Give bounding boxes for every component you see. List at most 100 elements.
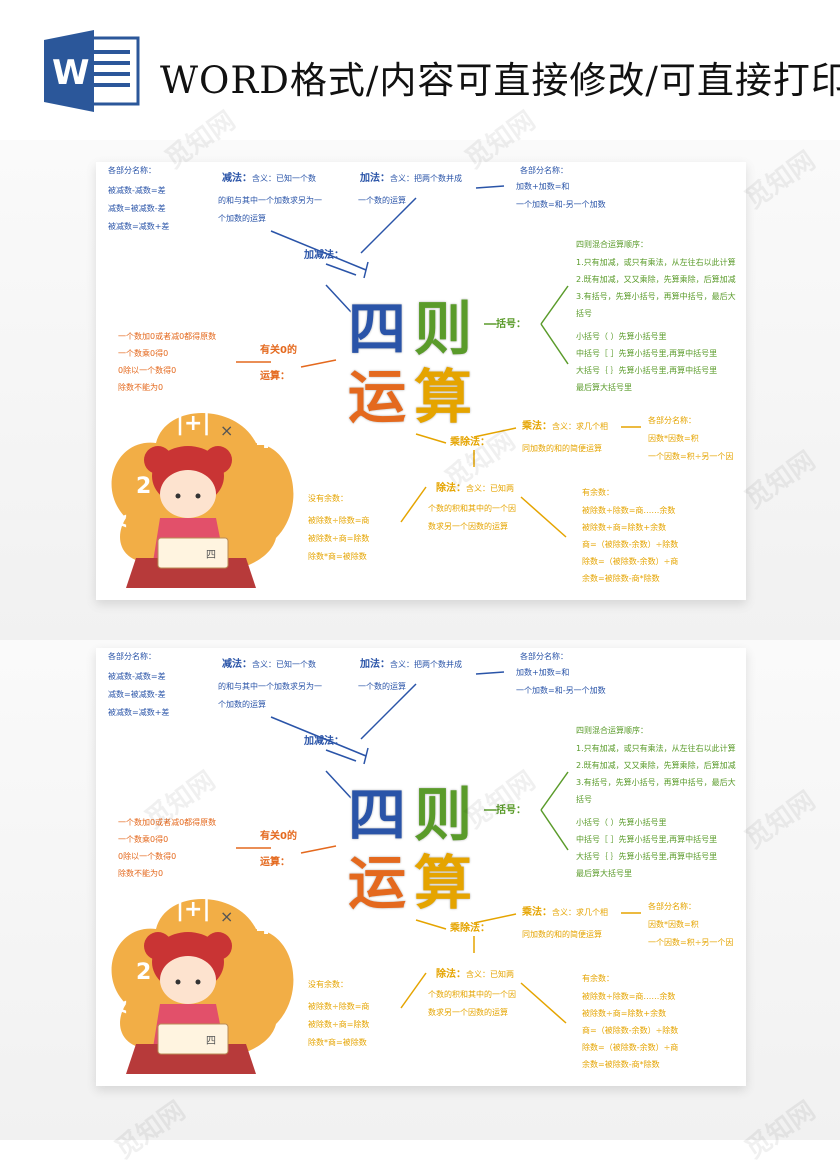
multiplication-node-label: 乘法： — [522, 907, 552, 918]
subtraction-parts-heading: 各部分名称： — [108, 166, 156, 175]
order-heading: 四则混合运算顺序： — [576, 240, 648, 249]
multiplication-parts-item: 一个因数=积÷另一个因 — [648, 938, 734, 947]
subtraction-parts-item: 被减数-减数=差 — [108, 186, 166, 195]
subtraction-node: 减法：含义：已知一个数 — [222, 170, 316, 187]
subtraction-definition-line: 个加数的运算 — [218, 700, 266, 709]
subtraction-parts-item: 被减数-减数=差 — [108, 672, 166, 681]
division-definition-line: 数求另一个因数的运算 — [428, 1008, 508, 1017]
remainder-heading: 有余数： — [582, 488, 614, 497]
title-character: 运 — [346, 362, 409, 433]
paper-text: 四 — [206, 1036, 216, 1047]
zero-node-line2: 运算： — [260, 854, 290, 871]
addition-parts-item: 加数+加数=和 — [516, 182, 570, 191]
no-remainder-heading: 没有余数： — [308, 980, 348, 989]
subtraction-parts-item: 被减数=减数+差 — [108, 708, 170, 717]
connector-lines — [236, 671, 641, 1024]
zero-node-label: 有关0的 — [260, 345, 297, 356]
addition-node: 加法：含义：把两个数并成 — [360, 170, 462, 187]
division-node: 除法：含义：已知两 — [436, 480, 514, 497]
no-remainder-item: 被除数÷商=除数 — [308, 1020, 370, 1029]
mindmap-page-1: 各部分名称： 被减数-减数=差减数=被减数-差被减数=减数+差 减法：含义：已知一个… — [96, 162, 746, 600]
multiply-divide-node: 乘除法： — [450, 920, 490, 937]
multiplication-node: 乘法：含义：求几个相 — [522, 904, 608, 921]
bracket-item: 小括号（ ）先算小括号里 — [576, 332, 667, 341]
zero-node-line2: 运算： — [260, 368, 290, 385]
order-item: 3.有括号，先算小括号，再算中括号，最后大 — [576, 778, 736, 787]
addition-parts-item: 一个加数=和-另一个加数 — [516, 686, 606, 695]
svg-text:|+|: |+| — [176, 411, 211, 436]
subtraction-parts-item: 被减数=减数+差 — [108, 222, 170, 231]
bracket-item: 中括号［ ］先算小括号里,再算中括号里 — [576, 349, 718, 358]
zero-rule-item: 一个数加0或者减0都得原数 — [118, 332, 217, 341]
svg-text:×: × — [220, 421, 233, 440]
title-character: 算 — [412, 362, 475, 433]
bracket-item: 最后算大括号里 — [576, 869, 632, 878]
title-character: 四 — [346, 294, 409, 365]
girl-illustration: |+| × 4 2 < 7 四 — [106, 411, 294, 588]
division-node-definition: 含义：已知两 — [466, 970, 514, 979]
order-item: 3.有括号，先算小括号，再算中括号，最后大 — [576, 292, 736, 301]
paper-text: 四 — [206, 550, 216, 561]
brackets-node: 括号： — [496, 802, 526, 819]
remainder-item: 被除数÷商=除数+余数 — [582, 1009, 667, 1018]
no-remainder-item: 被除数÷除数=商 — [308, 1002, 370, 1011]
addition-parts-item: 一个加数=和-另一个加数 — [516, 200, 606, 209]
add-subtract-node: 加减法： — [304, 733, 344, 750]
zero-rule-item: 一个数乘0得0 — [118, 349, 169, 358]
order-item: 1.只有加减，或只有乘法，从左往右以此计算 — [576, 258, 736, 267]
addition-parts-heading: 各部分名称： — [520, 652, 568, 661]
svg-text:<: < — [110, 995, 128, 1020]
remainder-item: 余数=被除数-商*除数 — [582, 574, 660, 583]
order-item: 括号 — [576, 309, 592, 318]
word-logo-icon: W — [44, 30, 140, 112]
subtraction-definition-line: 个加数的运算 — [218, 214, 266, 223]
zero-rule-item: 一个数乘0得0 — [118, 835, 169, 844]
no-remainder-item: 被除数÷商=除数 — [308, 534, 370, 543]
subtraction-node-definition: 含义：已知一个数 — [252, 660, 316, 669]
multiplication-node-label: 乘法： — [522, 421, 552, 432]
addition-node-definition: 含义：把两个数并成 — [390, 174, 462, 183]
remainder-item: 被除数÷除数=商……余数 — [582, 506, 676, 515]
addition-node-label: 加法： — [360, 173, 390, 184]
division-definition-line: 个数的积和其中的一个因 — [428, 990, 516, 999]
svg-text:<: < — [110, 509, 128, 534]
page-title: WORD格式/内容可直接修改/可直接打印 — [160, 59, 840, 102]
no-remainder-heading: 没有余数： — [308, 494, 348, 503]
title-character: 则 — [412, 780, 475, 851]
title-character: 运 — [346, 848, 409, 919]
subtraction-parts-item: 减数=被减数-差 — [108, 204, 166, 213]
zero-node-line2-label: 运算： — [260, 371, 290, 382]
brackets-node-label: 括号： — [496, 805, 526, 816]
title-character: 四 — [346, 780, 409, 851]
svg-text:2: 2 — [136, 474, 151, 499]
add-subtract-node: 加减法： — [304, 247, 344, 264]
svg-text:×: × — [220, 907, 233, 926]
word-logo-letter: W — [52, 53, 90, 93]
addition-node-label: 加法： — [360, 659, 390, 670]
multiplication-parts-heading: 各部分名称： — [648, 902, 696, 911]
svg-text:7: 7 — [106, 544, 121, 569]
subtraction-definition-line: 的和与其中一个加数求另为一 — [218, 682, 322, 691]
addition-parts-heading: 各部分名称： — [520, 166, 568, 175]
bracket-item: 大括号｛ ｝先算小括号里,再算中括号里 — [576, 366, 718, 375]
division-definition-line: 个数的积和其中的一个因 — [428, 504, 516, 513]
title-character: 算 — [412, 848, 475, 919]
remainder-item: 商=（被除数-余数）÷除数 — [582, 1026, 679, 1035]
mindmap-page-2: 各部分名称： 被减数-减数=差减数=被减数-差被减数=减数+差 减法：含义：已知一个… — [96, 648, 746, 1086]
division-node-label: 除法： — [436, 969, 466, 980]
svg-text:2: 2 — [136, 960, 151, 985]
subtraction-parts-item: 减数=被减数-差 — [108, 690, 166, 699]
multiplication-parts-item: 一个因数=积÷另一个因 — [648, 452, 734, 461]
subtraction-node: 减法：含义：已知一个数 — [222, 656, 316, 673]
multiplication-node-definition: 含义：求几个相 — [552, 422, 608, 431]
bracket-item: 最后算大括号里 — [576, 383, 632, 392]
division-node-definition: 含义：已知两 — [466, 484, 514, 493]
subtraction-parts-heading: 各部分名称： — [108, 652, 156, 661]
header: W WORD格式/内容可直接修改/可直接打印 — [0, 0, 840, 140]
division-definition-line: 数求另一个因数的运算 — [428, 522, 508, 531]
addition-parts-item: 加数+加数=和 — [516, 668, 570, 677]
remainder-item: 除数=（被除数-余数）÷商 — [582, 1043, 679, 1052]
remainder-item: 被除数÷除数=商……余数 — [582, 992, 676, 1001]
svg-text:7: 7 — [106, 1030, 121, 1055]
order-item: 1.只有加减，或只有乘法，从左往右以此计算 — [576, 744, 736, 753]
